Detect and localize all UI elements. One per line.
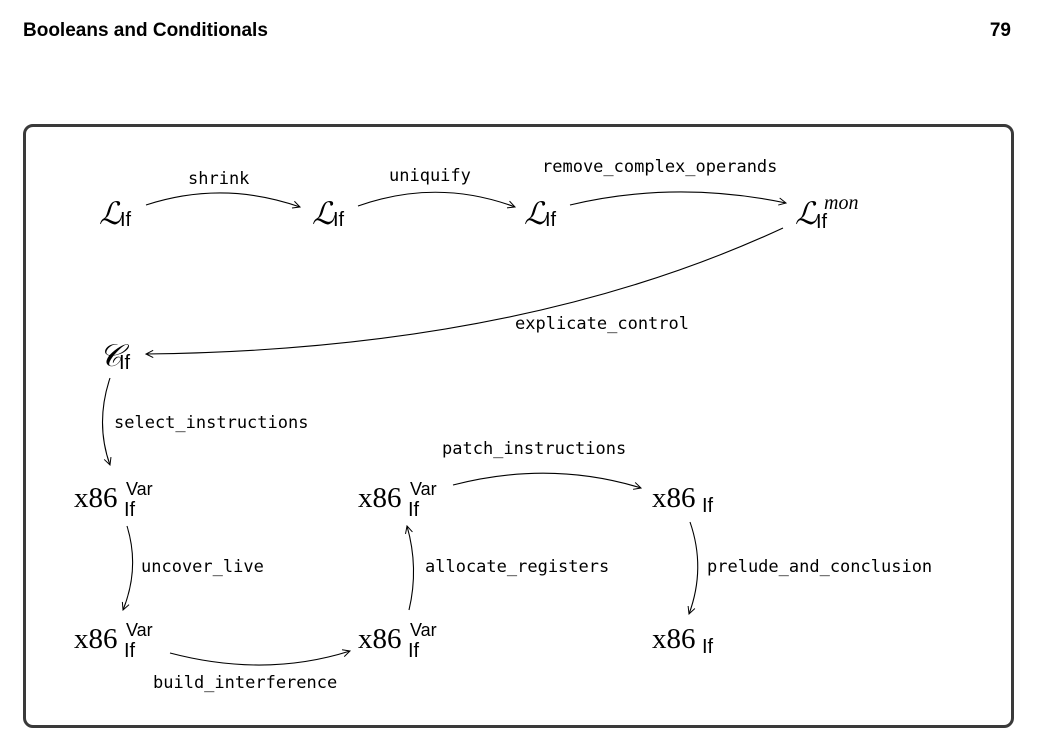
svg-text:If: If [408, 499, 420, 521]
page-header: Booleans and Conditionals 79 [23, 20, 1011, 46]
section-title: Booleans and Conditionals [23, 20, 268, 41]
edge-uncover-live [123, 525, 134, 610]
svg-text:If: If [333, 209, 345, 231]
svg-text:x86: x86 [652, 482, 696, 514]
edge-prelude-and-conclusion [689, 521, 699, 614]
svg-text:ℒ: ℒ [312, 196, 335, 232]
node-x86-if-var-4: x86 If Var [358, 620, 437, 662]
edge-uniquify [357, 191, 515, 207]
node-c-if: 𝒞 If [99, 338, 131, 374]
svg-text:x86: x86 [74, 623, 118, 655]
edge-remove-complex-operands [569, 191, 786, 205]
svg-text:If: If [124, 499, 136, 521]
edge-build-interference [169, 651, 350, 666]
svg-text:If: If [816, 211, 828, 233]
node-l-if-2: ℒ If [312, 196, 345, 232]
node-x86-if-var-1: x86 If Var [74, 479, 153, 521]
label-shrink: shrink [188, 169, 249, 189]
svg-text:x86: x86 [358, 482, 402, 514]
svg-text:If: If [408, 640, 420, 662]
label-uncover-live: uncover_live [141, 557, 264, 577]
svg-text:If: If [545, 209, 557, 231]
node-x86-if-2: x86 If [652, 623, 714, 658]
svg-text:mon: mon [824, 192, 858, 214]
edge-patch-instructions [452, 472, 641, 488]
label-uniquify: uniquify [389, 166, 471, 186]
edge-select-instructions [101, 377, 111, 465]
node-l-if-3: ℒ If [524, 196, 557, 232]
svg-text:If: If [120, 209, 132, 231]
label-remove-complex-operands: remove_complex_operands [542, 157, 777, 177]
node-x86-if-1: x86 If [652, 482, 714, 517]
svg-text:ℒ: ℒ [99, 196, 122, 232]
svg-text:If: If [702, 495, 714, 517]
svg-text:x86: x86 [652, 623, 696, 655]
svg-text:x86: x86 [74, 482, 118, 514]
svg-text:Var: Var [410, 479, 437, 499]
svg-text:If: If [702, 636, 714, 658]
node-x86-if-var-3: x86 If Var [358, 479, 437, 521]
svg-text:ℒ: ℒ [524, 196, 547, 232]
node-l-if-mon: ℒ If mon [795, 192, 858, 233]
svg-text:If: If [119, 352, 131, 374]
svg-text:Var: Var [126, 479, 153, 499]
label-explicate-control: explicate_control [515, 314, 689, 334]
label-patch-instructions: patch_instructions [442, 439, 626, 459]
label-prelude-and-conclusion: prelude_and_conclusion [707, 557, 932, 577]
node-l-if-1: ℒ If [99, 196, 132, 232]
label-build-interference: build_interference [153, 673, 337, 693]
svg-text:If: If [124, 640, 136, 662]
svg-text:Var: Var [126, 620, 153, 640]
svg-text:x86: x86 [358, 623, 402, 655]
svg-text:Var: Var [410, 620, 437, 640]
svg-text:ℒ: ℒ [795, 196, 818, 232]
edge-shrink [145, 192, 300, 207]
label-select-instructions: select_instructions [114, 413, 308, 433]
node-x86-if-var-2: x86 If Var [74, 620, 153, 662]
edge-allocate-registers [407, 526, 415, 611]
page-number: 79 [989, 20, 1011, 41]
figure-frame [23, 124, 1014, 728]
edge-explicate-control [146, 227, 784, 354]
label-allocate-registers: allocate_registers [425, 557, 609, 577]
